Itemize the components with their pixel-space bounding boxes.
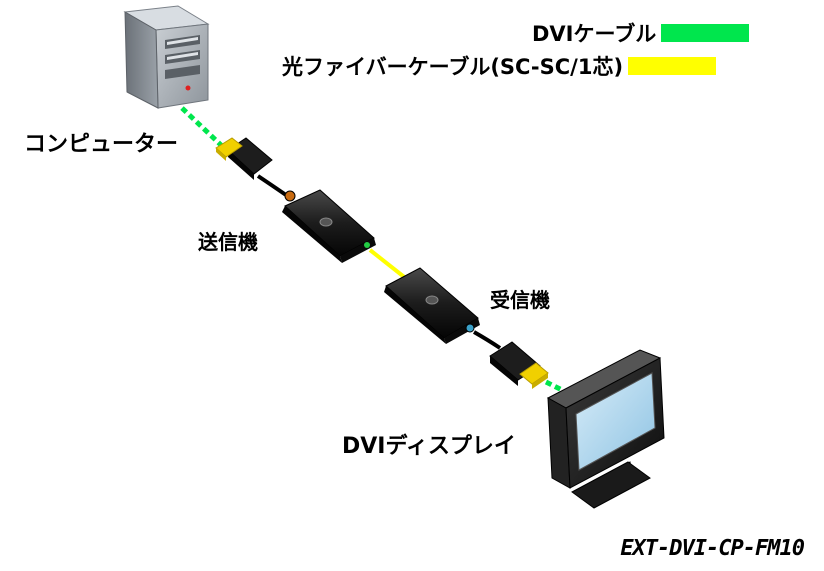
computer-tower-icon xyxy=(123,5,210,109)
dvi-plug-receiver-icon xyxy=(489,341,549,389)
receiver-device-icon xyxy=(384,267,480,344)
display-label: DVIディスプレイ xyxy=(342,434,516,459)
legend-swatch-fiber-cable xyxy=(628,57,717,75)
dvi-cable-transmitter-link xyxy=(256,174,288,197)
legend-label-dvi-cable: DVIケーブル xyxy=(532,22,657,46)
dvi-display-monitor-icon xyxy=(546,349,665,509)
dvi-cable-computer-link xyxy=(180,106,224,148)
legend-item-fiber-cable: 光ファイバーケーブル(SC-SC/1芯) xyxy=(282,51,717,81)
transmitter-label: 送信機 xyxy=(198,230,258,254)
legend-swatch-dvi-cable xyxy=(661,24,750,42)
legend-item-dvi-cable: DVIケーブル xyxy=(532,18,750,48)
receiver-label: 受信機 xyxy=(490,288,550,312)
model-number: EXT-DVI-CP-FM10 xyxy=(620,536,805,561)
fiber-optic-cable-link xyxy=(368,248,410,282)
dvi-plug-transmitter-icon xyxy=(215,137,273,180)
legend-label-fiber-cable: 光ファイバーケーブル(SC-SC/1芯) xyxy=(282,55,624,79)
transmitter-device-icon xyxy=(282,189,376,263)
dvi-cable-receiver-link xyxy=(473,330,502,350)
computer-label: コンピューター xyxy=(24,132,179,157)
dvi-cable-display-link xyxy=(544,379,568,395)
